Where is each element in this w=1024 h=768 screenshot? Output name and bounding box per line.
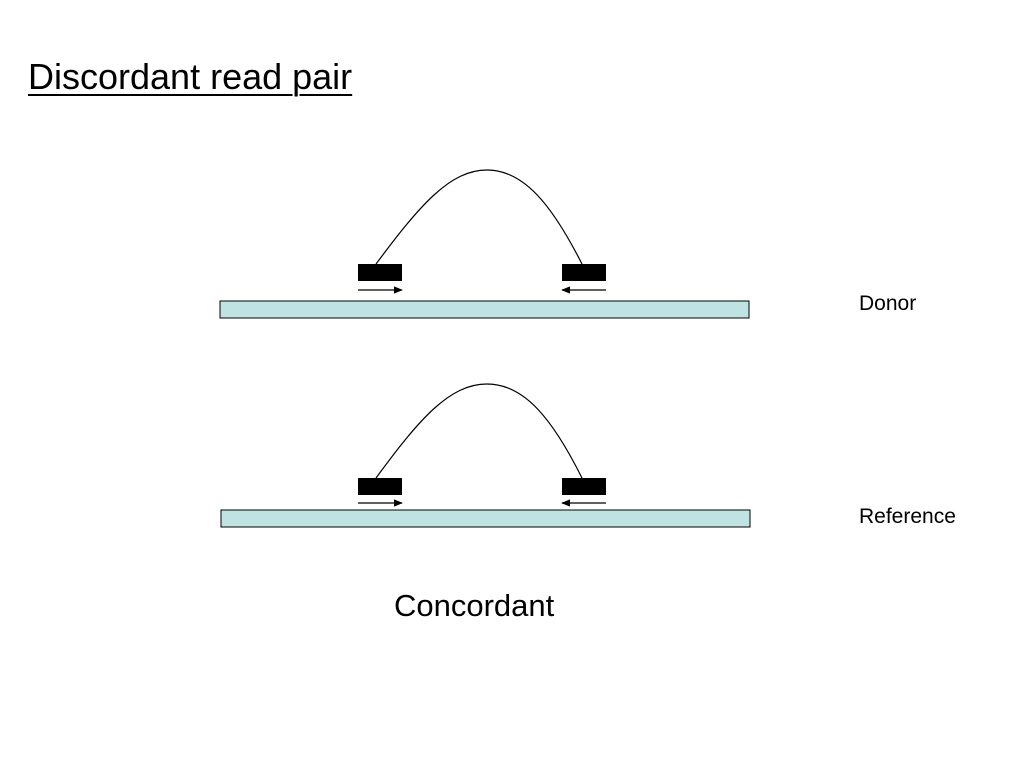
reference-right-read xyxy=(562,478,606,495)
donor-pair-arc xyxy=(375,169,583,265)
reference-label: Reference xyxy=(859,505,956,528)
donor-strand xyxy=(219,300,750,319)
reference-left-read xyxy=(358,478,402,495)
donor-left-read xyxy=(358,264,402,281)
donor-track xyxy=(219,169,750,319)
caption-concordant: Concordant xyxy=(394,588,555,623)
donor-right-read xyxy=(562,264,606,281)
reference-strand xyxy=(220,509,751,528)
slide-title: Discordant read pair xyxy=(28,56,353,97)
donor-label: Donor xyxy=(859,292,917,315)
reference-pair-arc xyxy=(375,383,583,479)
reference-track xyxy=(220,383,751,528)
